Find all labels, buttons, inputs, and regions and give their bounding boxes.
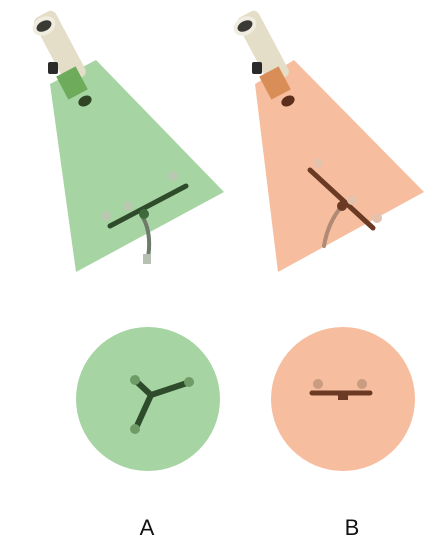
panel-a-label: A [140, 515, 155, 540]
panel-b-shadow-disc [271, 327, 415, 471]
panel-b: B [230, 9, 424, 540]
panel-a-shadow-disc [76, 327, 220, 471]
panel-a: A [29, 9, 224, 540]
panel-b-label: B [345, 515, 360, 540]
